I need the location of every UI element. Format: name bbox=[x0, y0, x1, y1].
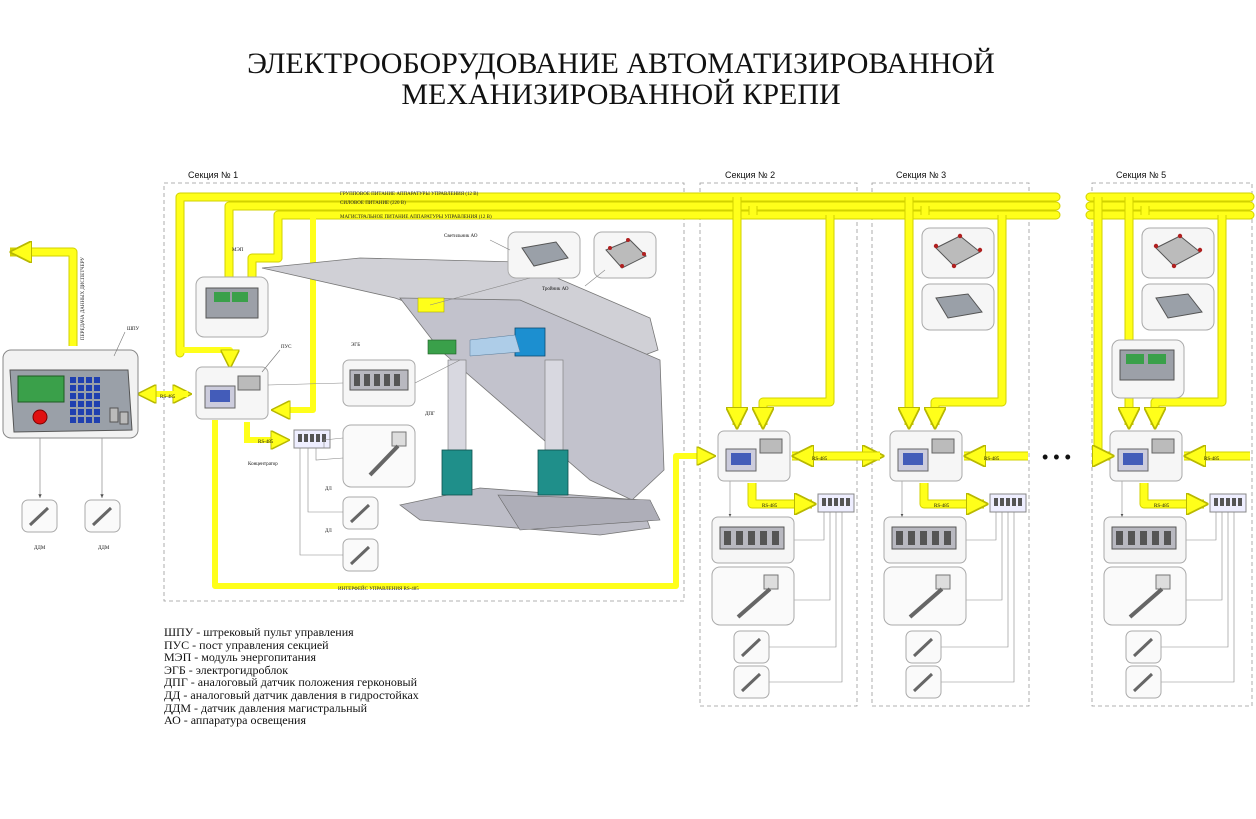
ddm-label-1: ДДМ bbox=[34, 546, 46, 551]
sec5-egb-unit bbox=[1103, 516, 1187, 564]
section-2-label: Секция № 2 bbox=[725, 170, 775, 180]
sec3-egb-unit bbox=[883, 516, 967, 564]
section-3-frame bbox=[871, 182, 1030, 707]
ddm-sensor-2 bbox=[84, 499, 121, 533]
dl-label-1: ДЛ bbox=[325, 487, 332, 492]
bus-label-power: СИЛОВОЕ ПИТАНИЕ (220 В) bbox=[340, 201, 406, 206]
shpu-stop-button bbox=[32, 409, 48, 425]
dl-sensor-s1-2 bbox=[342, 538, 379, 572]
tee-ao-s1 bbox=[593, 231, 657, 279]
legend-item: ПУС - пост управления секцией bbox=[164, 637, 329, 652]
valve-block bbox=[514, 327, 546, 357]
bus-label-main-power: МАГИСТРАЛЬНОЕ ПИТАНИЕ АППАРАТУРЫ УПРАВЛЕ… bbox=[340, 215, 492, 220]
shpu-display bbox=[17, 375, 65, 403]
sec3-lamp-ao bbox=[921, 283, 995, 331]
rs485-concentrator-link-s1 bbox=[244, 422, 286, 440]
hydraulic-prop-2 bbox=[537, 449, 569, 496]
section-1-bus-links bbox=[180, 215, 712, 589]
main-buses bbox=[176, 193, 1254, 357]
diagram-title-line1: ЭЛЕКТРООБОРУДОВАНИЕ АВТОМАТИЗИРОВАННОЙ bbox=[247, 47, 995, 80]
sec3-tee-ao bbox=[921, 227, 995, 279]
sec2-rs485-label-conc: RS-485 bbox=[762, 504, 778, 509]
roof-support-drawing bbox=[261, 257, 665, 536]
section-1-label: Секция № 1 bbox=[188, 170, 238, 180]
sec3-concentrator bbox=[989, 493, 1027, 513]
sec2-dd-sensor-2 bbox=[733, 665, 770, 699]
sec5-mep-module bbox=[1111, 339, 1185, 399]
sec2-pus-unit bbox=[717, 430, 791, 482]
sec5-dpg-sensor bbox=[1103, 566, 1187, 626]
sec3-dpg-sensor bbox=[883, 566, 967, 626]
sec5-concentrator bbox=[1209, 493, 1247, 513]
pus-unit-s1 bbox=[195, 366, 269, 420]
concentrator-s1 bbox=[293, 429, 331, 449]
bus-label-data-transfer: ПЕРЕДАЧА ДАННЫХ ДИСПЕТЧЕРУ bbox=[81, 257, 86, 340]
sec5-rs485-label-conc: RS-485 bbox=[1154, 504, 1170, 509]
legend-item: ЭГБ - электрогидроблок bbox=[164, 662, 289, 677]
mep-label: МЭП bbox=[232, 248, 244, 253]
rs485-label-s1: RS-485 bbox=[258, 440, 274, 445]
legend-item: ШПУ - штрековый пульт управления bbox=[164, 625, 354, 639]
section-5-frame bbox=[1091, 182, 1253, 707]
mep-module bbox=[195, 276, 269, 338]
shpu-label: ШПУ bbox=[127, 327, 140, 332]
sec5-tee-ao bbox=[1141, 227, 1215, 279]
legend: ШПУ - штрековый пульт управления ПУС - п… bbox=[164, 626, 524, 727]
sec2-egb-unit bbox=[711, 516, 795, 564]
diagram-title-line2: МЕХАНИЗИРОВАННОЙ КРЕПИ bbox=[401, 78, 840, 111]
shpu-console bbox=[2, 349, 139, 439]
ddm-sensor-1 bbox=[21, 499, 58, 533]
sec5-dd-sensor-1 bbox=[1125, 630, 1162, 664]
concentrator-label: Концентратор bbox=[248, 462, 278, 467]
rs485-label-s3-next: RS-485 bbox=[984, 457, 1000, 462]
bus-label-interface: ИНТЕРФЕЙС УПРАВЛЕНИЯ RS-485 bbox=[338, 586, 419, 592]
dpg-label: ДПГ bbox=[425, 412, 435, 417]
lamp-ao-s1 bbox=[507, 231, 581, 279]
section-5-label: Секция № 5 bbox=[1116, 170, 1166, 180]
legend-item: ДПГ - аналоговый датчик положения геркон… bbox=[164, 675, 418, 690]
sec3-pus-unit bbox=[889, 430, 963, 482]
pus-label: ПУС bbox=[281, 345, 292, 350]
sec3-dd-sensor-2 bbox=[905, 665, 942, 699]
rs485-label-shpu: RS-485 bbox=[160, 395, 176, 400]
sec2-concentrator bbox=[817, 493, 855, 513]
hydraulic-prop-1 bbox=[441, 449, 473, 496]
tee-ao-label: Тройник АО bbox=[542, 287, 569, 292]
section-3-label: Секция № 3 bbox=[896, 170, 946, 180]
sec3-dd-sensor-1 bbox=[905, 630, 942, 664]
sections-ellipsis: • • • bbox=[1042, 447, 1071, 467]
lamp-ao-label: Светильник АО bbox=[444, 234, 478, 239]
egb-unit-s1 bbox=[342, 359, 416, 407]
ddm-label-2: ДДМ bbox=[98, 546, 110, 551]
dl-label-2: ДЛ bbox=[325, 529, 332, 534]
legend-item: ДДМ - датчик давления магистральный bbox=[164, 700, 368, 715]
section-1-thin-links bbox=[267, 359, 461, 556]
sec2-dd-sensor-1 bbox=[733, 630, 770, 664]
egb-label: ЭГБ bbox=[351, 343, 360, 348]
rs485-label-s2-s3: RS-485 bbox=[812, 457, 828, 462]
dpg-sensor-s1 bbox=[342, 424, 416, 488]
section-2-frame bbox=[699, 182, 858, 707]
bus-label-group-power: ГРУППОВОЕ ПИТАНИЕ АППАРАТУРЫ УПРАВЛЕНИЯ … bbox=[340, 192, 479, 197]
sec5-pus-unit bbox=[1109, 430, 1183, 482]
sec5-lamp-ao bbox=[1141, 283, 1215, 331]
sec5-dd-sensor-2 bbox=[1125, 665, 1162, 699]
dl-sensor-s1-1 bbox=[342, 496, 379, 530]
sec3-rs485-label-conc: RS-485 bbox=[934, 504, 950, 509]
legend-item: МЭП - модуль энергопитания bbox=[164, 650, 316, 665]
sec2-dpg-sensor bbox=[711, 566, 795, 626]
legend-item: АО - аппаратура освещения bbox=[164, 713, 306, 728]
legend-item: ДД - аналоговый датчик давления в гидрос… bbox=[164, 687, 419, 702]
shpu-keypad bbox=[70, 377, 100, 423]
rs485-label-s5: RS-485 bbox=[1204, 457, 1220, 462]
